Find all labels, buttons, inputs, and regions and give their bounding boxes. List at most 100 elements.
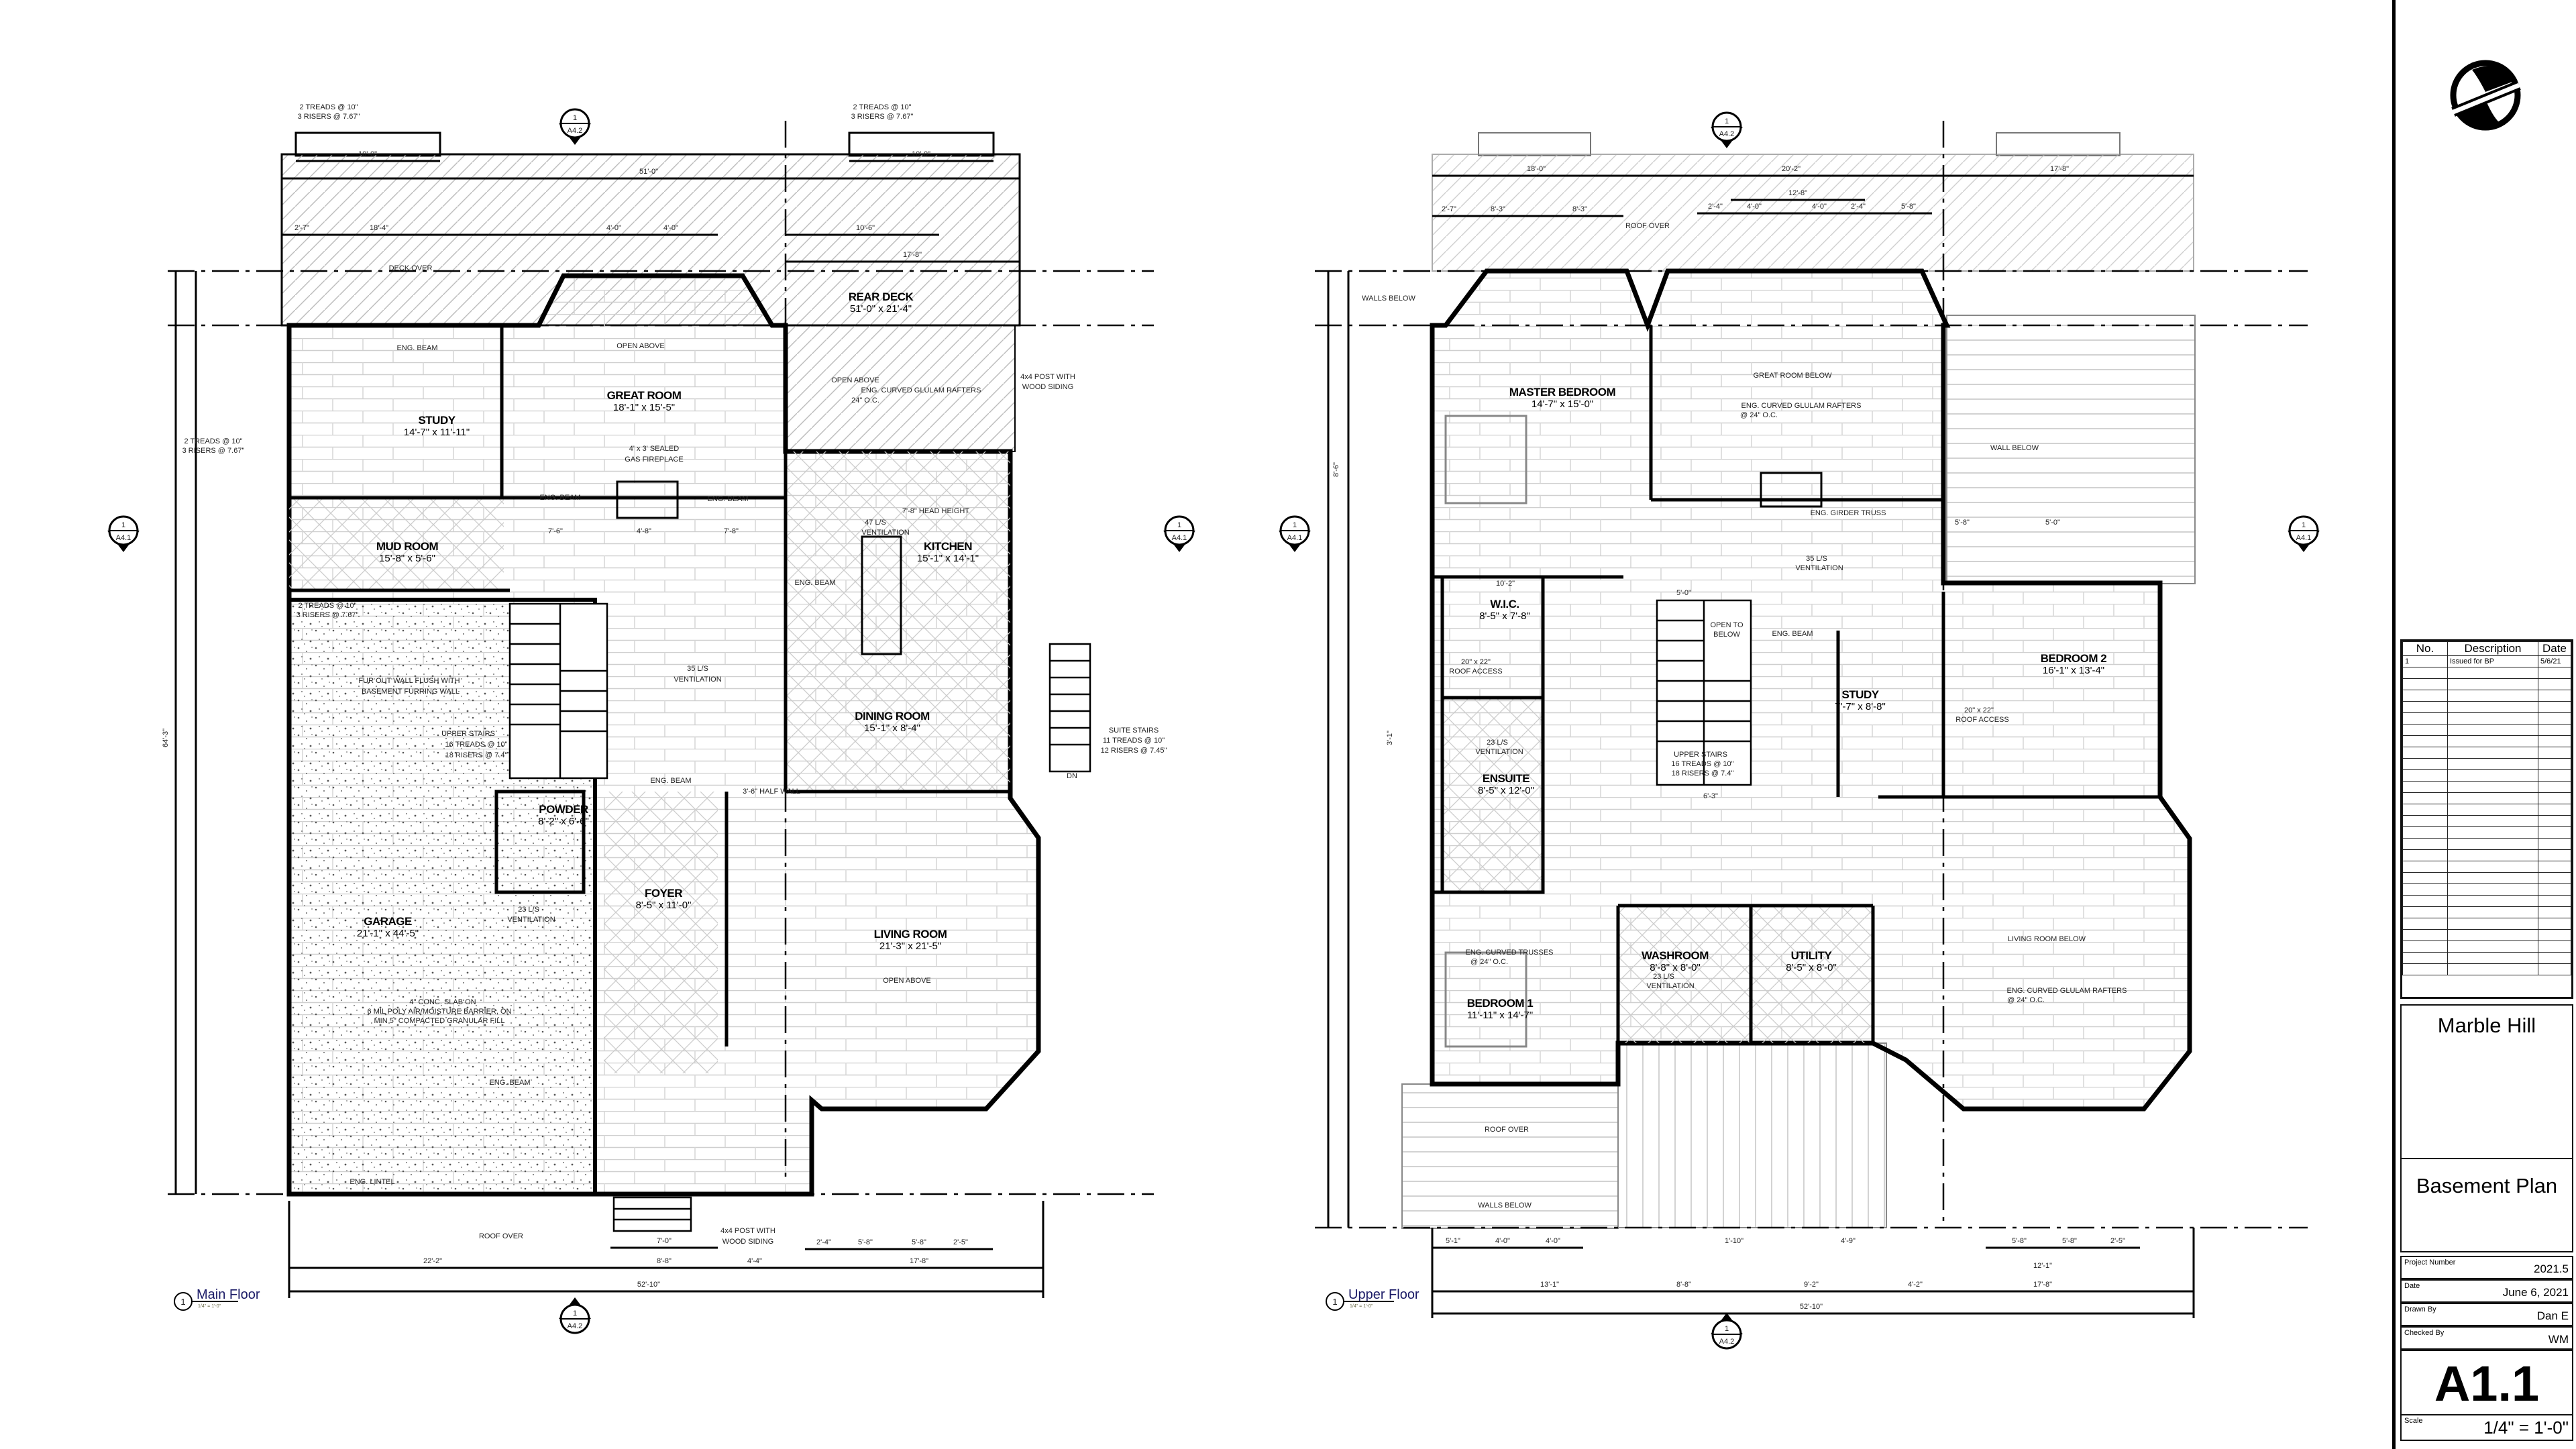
section-marker[interactable]: 1A4.2 <box>1711 1313 1743 1350</box>
section-marker[interactable]: 1A4.2 <box>559 1297 591 1334</box>
dimension-label: 10'-0" <box>912 150 930 158</box>
dimension-label: 4'-0" <box>606 224 621 232</box>
rev-cell <box>2538 826 2571 839</box>
field-checked-by: Checked By WM <box>2400 1326 2573 1350</box>
rear-deck-area-lower <box>785 325 1016 452</box>
section-number: 1 <box>121 521 125 529</box>
dimension-label: 4'-9" <box>1841 1237 1856 1245</box>
field-value: 2021.5 <box>2534 1263 2569 1275</box>
revision-row-empty <box>2402 804 2571 816</box>
room-name: UTILITY <box>1791 949 1833 962</box>
dimension-label: 22'-2" <box>423 1257 442 1265</box>
section-marker[interactable]: 1A4.2 <box>1711 111 1743 148</box>
rev-cell <box>2538 941 2571 953</box>
revision-row-empty <box>2402 883 2571 896</box>
annotation-note: ENG. CURVED GLULAM RAFTERS <box>2007 987 2127 995</box>
room-size: 11'-11" x 14'-7" <box>1467 1010 1533 1021</box>
dimension-label: 5'-8" <box>2012 1237 2027 1245</box>
rev-cell <box>2538 758 2571 770</box>
upper-grid-lines <box>1315 121 2308 1229</box>
upper-roof-stair-left <box>1478 132 1591 156</box>
rev-cell <box>2538 724 2571 736</box>
rev-cell <box>2447 701 2538 713</box>
annotation-note: 23 L/S <box>1653 973 1674 981</box>
section-marker[interactable]: 1A4.1 <box>107 515 140 552</box>
rev-cell <box>2447 769 2538 782</box>
dimension-label: 51'-0" <box>639 168 658 176</box>
rev-cell <box>2538 690 2571 702</box>
annotation-note: ENG. BEAM <box>539 494 580 502</box>
revision-row-empty <box>2402 861 2571 873</box>
section-marker[interactable]: 1A4.1 <box>2288 515 2320 552</box>
rev-cell <box>2447 747 2538 759</box>
revision-row-empty <box>2402 826 2571 839</box>
dimension-label: 4'-2" <box>1908 1281 1923 1289</box>
section-sheet: A4.2 <box>568 127 583 135</box>
annotation-note: 4x4 POST WITH <box>720 1227 775 1235</box>
dimension-label: 12'-8" <box>1788 189 1807 197</box>
annotation-note: 12 RISERS @ 7.45" <box>1101 747 1167 755</box>
annotation-note: @ 24" O.C. <box>1740 411 1778 419</box>
room-size: 14'-7" x 15'-0" <box>1532 398 1593 410</box>
annotation-note: UPPER STAIRS <box>1674 751 1727 759</box>
rev-cell <box>2402 883 2448 896</box>
room-name: BEDROOM 1 <box>1467 997 1534 1010</box>
field-label: Drawn By <box>2404 1305 2436 1313</box>
dimension-label: 5'-1" <box>1446 1237 1460 1245</box>
annotation-note: ENG. BEAM <box>794 579 835 587</box>
dimension-label: 5'-0" <box>1676 589 1691 597</box>
rev-cell <box>2538 735 2571 747</box>
scale-value: 1/4" = 1'-0" <box>2483 1417 2569 1438</box>
rev-cell <box>2402 792 2448 804</box>
section-number: 1 <box>1293 521 1297 529</box>
annotation-note: DECK OVER <box>389 264 433 272</box>
section-marker[interactable]: 1A4.1 <box>1279 515 1311 552</box>
annotation-note: ENG. CURVED GLULAM RAFTERS <box>1741 402 1862 410</box>
rev-cell <box>2538 769 2571 782</box>
annotation-note: LIVING ROOM BELOW <box>2008 935 2086 943</box>
view-title: Upper Floor <box>1348 1287 1419 1302</box>
revision-row-empty <box>2402 769 2571 782</box>
dimension-label: 52'-10" <box>1800 1303 1823 1311</box>
rev-cell <box>2447 929 2538 941</box>
dimension-label: 52'-10" <box>637 1281 660 1289</box>
annotation-note: 4' x 3' SEALED <box>629 445 680 453</box>
annotation-note: OPEN ABOVE <box>616 342 665 350</box>
rev-cell <box>2402 963 2448 975</box>
main-grid-lines <box>168 121 1154 1195</box>
annotation-note: 18 RISERS @ 7.4" <box>1672 769 1734 777</box>
rev-cell <box>2402 861 2448 873</box>
field-label: Date <box>2404 1282 2420 1290</box>
rev-cell <box>2447 872 2538 884</box>
rev-cell <box>2447 735 2538 747</box>
dimension-label: 2'-7" <box>294 224 309 232</box>
section-marker[interactable]: 1A4.1 <box>1163 515 1195 552</box>
annotation-note: ENG. BEAM <box>396 344 437 352</box>
annotation-note: 35 L/S <box>1806 555 1827 563</box>
rev-cell <box>2538 701 2571 713</box>
upper-interior-walls <box>1432 325 2160 1048</box>
rev-cell <box>2538 678 2571 690</box>
dimension-label: 2'-5" <box>953 1238 968 1246</box>
rev-cell <box>2402 872 2448 884</box>
annotation-note: @ 24" O.C. <box>2007 996 2045 1004</box>
annotation-note: GAS FIREPLACE <box>625 455 683 464</box>
rev-cell <box>2447 895 2538 907</box>
dimension-label: 12'-1" <box>2033 1262 2052 1270</box>
section-marker[interactable]: 1A4.2 <box>559 108 591 145</box>
room-name: KITCHEN <box>924 540 972 553</box>
rev-cell <box>2447 690 2538 702</box>
dimension-label: 4'-0" <box>1812 203 1827 211</box>
room-name: REAR DECK <box>849 290 914 303</box>
revision-row-empty <box>2402 849 2571 861</box>
rev-no: 1 <box>2402 655 2448 667</box>
upper-dimension-lines <box>1327 174 2195 1318</box>
room-size: 14'-7" x 11'-11" <box>404 427 470 438</box>
annotation-note: ENG. BEAM <box>489 1079 530 1087</box>
annotation-note: 18 RISERS @ 7.4" <box>445 751 508 759</box>
dimension-label: 4'-8" <box>637 527 651 535</box>
rev-cell <box>2538 861 2571 873</box>
rev-cell <box>2402 781 2448 793</box>
